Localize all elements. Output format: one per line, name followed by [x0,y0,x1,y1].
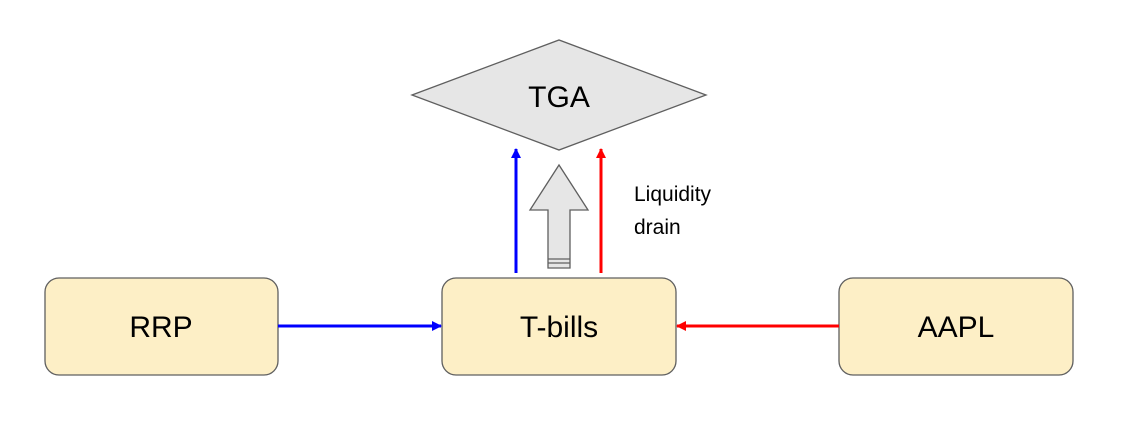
annotation-line-2: drain [634,216,681,239]
liquidity-drain-arrow-icon [528,163,590,269]
tga-diamond-shape [410,39,708,151]
tbills-label: T-bills [520,311,598,344]
rrp-node: RRP [44,277,279,376]
annotation-line-1: Liquidity [634,183,712,206]
tga-node: TGA [410,39,708,151]
rrp-label: RRP [129,311,192,344]
liquidity-drain-annotation: Liquidity drain [634,183,712,239]
tbills-node: T-bills [441,277,677,376]
tga-label: TGA [528,81,590,114]
aapl-node: AAPL [838,277,1074,376]
aapl-label: AAPL [918,311,995,344]
